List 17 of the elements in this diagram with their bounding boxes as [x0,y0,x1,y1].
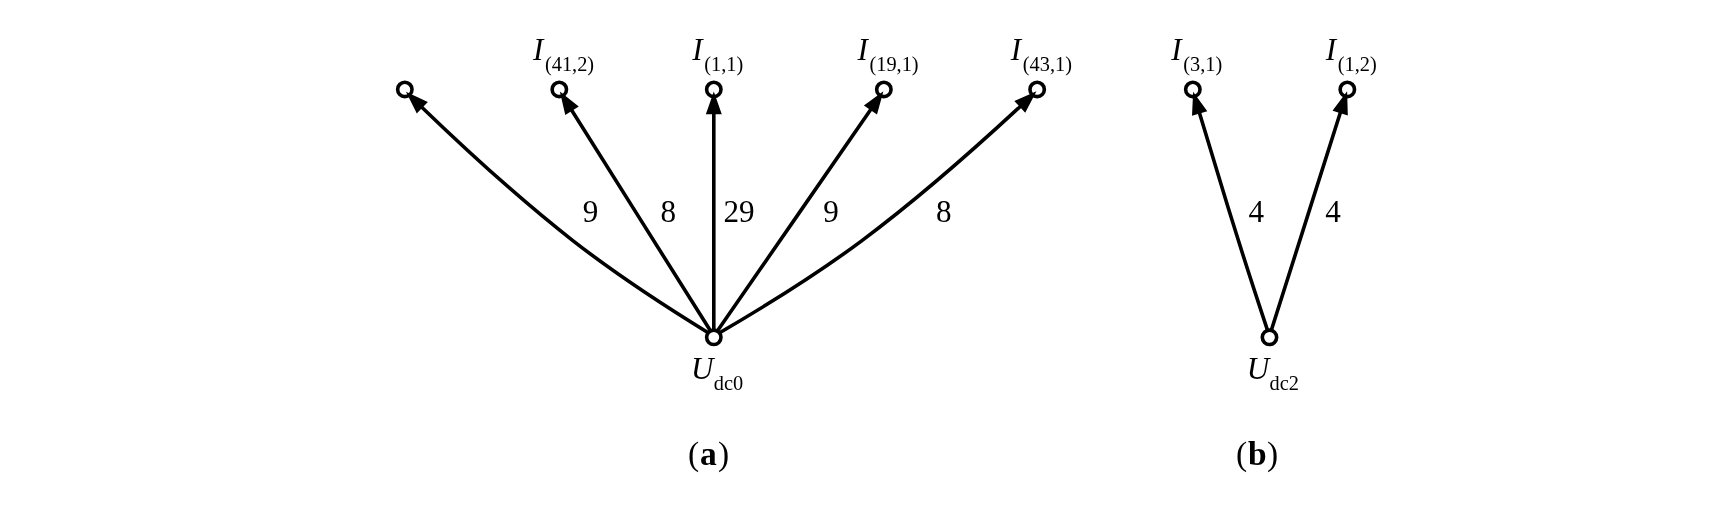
edge-label: 8 [935,193,952,229]
edge-label: 29 [723,193,755,229]
label: (b) [1235,434,1279,472]
node-label: I$_{(1,1)}$ [692,32,744,76]
edge-label: 9 [823,193,839,229]
label: (a) [688,434,730,472]
node-label: I$_{(19,1)}$ [857,32,919,76]
edge-label: 4 [1248,193,1265,229]
edge-label: 8 [660,193,677,229]
node-label: I$_{(41,2)}$ [532,32,595,76]
node-label: I$_{(1,2)}$ [1325,32,1377,76]
node-label: I$_{(3,1)}$ [1171,32,1223,76]
node-label: U$_{dc0}$ [691,351,744,395]
node-label: U$_{dc2}$ [1246,351,1299,395]
node-label: I$_{(43,1)}$ [1010,32,1072,76]
edge-label: 9 [582,193,599,229]
edge-label: 4 [1325,193,1341,229]
